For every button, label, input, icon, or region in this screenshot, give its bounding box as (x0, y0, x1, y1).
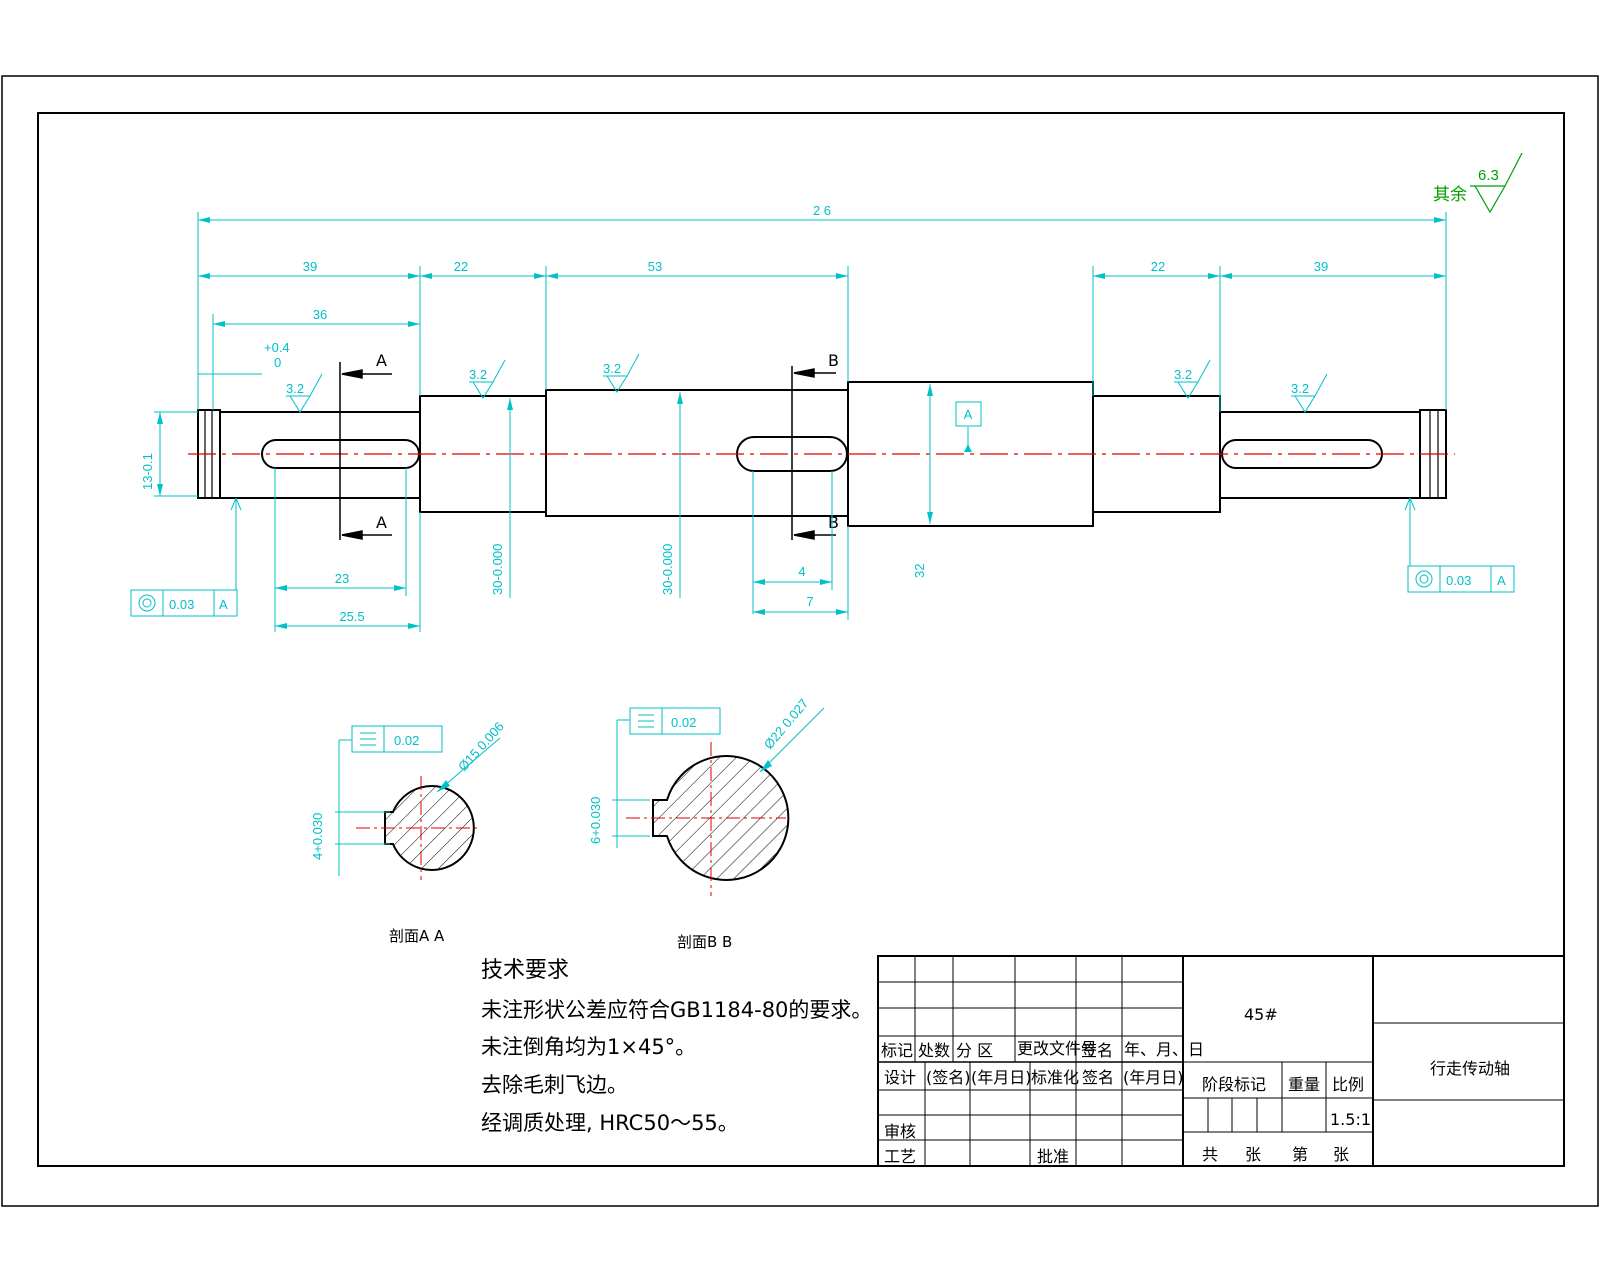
tb-material: 45# (1244, 1005, 1278, 1024)
tb-header-change-doc: 更改文件号 (1017, 1039, 1097, 1058)
tb-header-mark: 标记 (881, 1041, 913, 1060)
sym-b-value: 0.02 (671, 715, 696, 730)
tb-part-name: 行走传动轴 (1430, 1059, 1510, 1078)
tb-sheet-unit2: 张 (1333, 1145, 1349, 1164)
section-a-key-text: 4+0.030 (310, 813, 325, 860)
dim-left-22: 22 (454, 259, 468, 274)
dim-dia-collar: 32 (912, 564, 927, 578)
dim-25-5: 25.5 (339, 609, 364, 624)
roughness-symbols (286, 353, 1328, 413)
tech-req-line3: 去除毛刺飞边。 (481, 1073, 628, 1097)
dim-53: 53 (648, 259, 662, 274)
dim-4: 4 (798, 564, 805, 579)
section-b-top-letter: B (828, 351, 839, 370)
tech-req-title: 技术要求 (481, 958, 569, 983)
sym-frame-b (629, 707, 721, 735)
coax-frame-right (1407, 565, 1515, 593)
dim-36: 36 (313, 307, 327, 322)
sym-a-value: 0.02 (394, 733, 419, 748)
coax-right-value: 0.03 (1446, 573, 1471, 588)
section-b-label: 剖面B B (677, 933, 732, 951)
section-b-dims (612, 707, 825, 848)
tb-standardize: 标准化 (1031, 1068, 1079, 1087)
dimension-arrows (157, 217, 1446, 629)
section-b-dia-text: Ø22 0.027 (761, 696, 812, 752)
datum-triangle (964, 444, 972, 452)
section-a-leader-arrow (437, 780, 450, 792)
dim-right-39: 39 (1314, 259, 1328, 274)
section-b-centerlines (626, 742, 786, 896)
roughness-label-4: 3.2 (1174, 367, 1192, 382)
tb-standardize-date: (年月日) (1123, 1068, 1184, 1087)
dim-left-39: 39 (303, 259, 317, 274)
section-a-shape (384, 785, 475, 871)
tb-sheet-unit1: 张 (1245, 1145, 1261, 1164)
section-a-top-letter: A (376, 351, 387, 370)
dim-23: 23 (335, 571, 349, 586)
tb-sheet-no: 第 (1292, 1145, 1308, 1164)
tb-scale-value: 1.5:1 (1330, 1110, 1371, 1129)
tb-header-sign: 签名 (1081, 1041, 1113, 1060)
dim-dia-seg1: 30-0.000 (490, 544, 505, 595)
roughness-general-prefix: 其余 (1433, 185, 1467, 205)
dim-right-22: 22 (1151, 259, 1165, 274)
section-a-centerlines (356, 776, 478, 880)
tb-weight: 重量 (1288, 1075, 1320, 1094)
section-cut-a (339, 362, 392, 540)
tech-req-line2: 未注倒角均为1×45°。 (481, 1035, 696, 1059)
tb-design-sign: (签名) (926, 1068, 971, 1087)
sym-frame-a (351, 725, 443, 753)
section-a-label: 剖面A A (389, 927, 445, 945)
datum-letter: A (964, 407, 973, 422)
section-a-dia-text: Ø15 0.006 (455, 719, 507, 774)
tb-process: 工艺 (884, 1147, 916, 1166)
coax-left-value: 0.03 (169, 597, 194, 612)
tb-check: 审核 (884, 1122, 916, 1141)
tb-design: 设计 (884, 1068, 916, 1087)
roughness-general-value: 6.3 (1478, 167, 1499, 184)
inner-frame (37, 112, 1565, 1167)
roughness-label-3: 3.2 (603, 361, 621, 376)
dim-dia-left-end: 13-0.1 (140, 453, 155, 490)
roughness-general-symbol (1474, 152, 1523, 214)
tb-approve: 批准 (1037, 1147, 1069, 1166)
section-cut-b (791, 366, 836, 540)
roughness-label-5: 3.2 (1291, 381, 1309, 396)
tb-scale-label: 比例 (1332, 1075, 1364, 1094)
section-b-bottom-letter: B (828, 513, 839, 532)
section-b-key-text: 6+0.030 (588, 797, 603, 844)
tech-req-line4: 经调质处理, HRC50～55。 (481, 1111, 739, 1135)
tb-stage-mark: 阶段标记 (1202, 1075, 1266, 1094)
coax-frame-left (130, 589, 238, 617)
dim-dia-seg2: 30-0.000 (660, 544, 675, 595)
title-block-grid (877, 955, 1565, 1167)
tb-header-count: 处数 (918, 1041, 950, 1060)
datum-box (955, 401, 982, 427)
tb-standardize-sign: 签名 (1082, 1068, 1114, 1087)
roughness-label-2: 3.2 (469, 367, 487, 382)
dim-7: 7 (806, 594, 813, 609)
section-a-bottom-letter: A (376, 513, 387, 532)
dim-tol-plus: +0.4 (264, 340, 290, 355)
tech-req-line1: 未注形状公差应符合GB1184-80的要求。 (481, 998, 872, 1022)
dim-total-length: 2 6 (813, 203, 831, 218)
tb-sheet-total: 共 (1202, 1145, 1218, 1164)
outer-frame (1, 75, 1599, 1207)
tb-design-date: (年月日) (971, 1068, 1032, 1087)
coax-left-datum: A (219, 597, 228, 612)
coax-right-datum: A (1497, 573, 1506, 588)
section-b-leader-arrow (760, 760, 772, 772)
tb-header-date: 年、月、日 (1124, 1040, 1204, 1059)
tb-header-zone: 分 区 (956, 1041, 993, 1060)
dim-tol-zero: 0 (274, 355, 281, 370)
roughness-label-1: 3.2 (286, 381, 304, 396)
